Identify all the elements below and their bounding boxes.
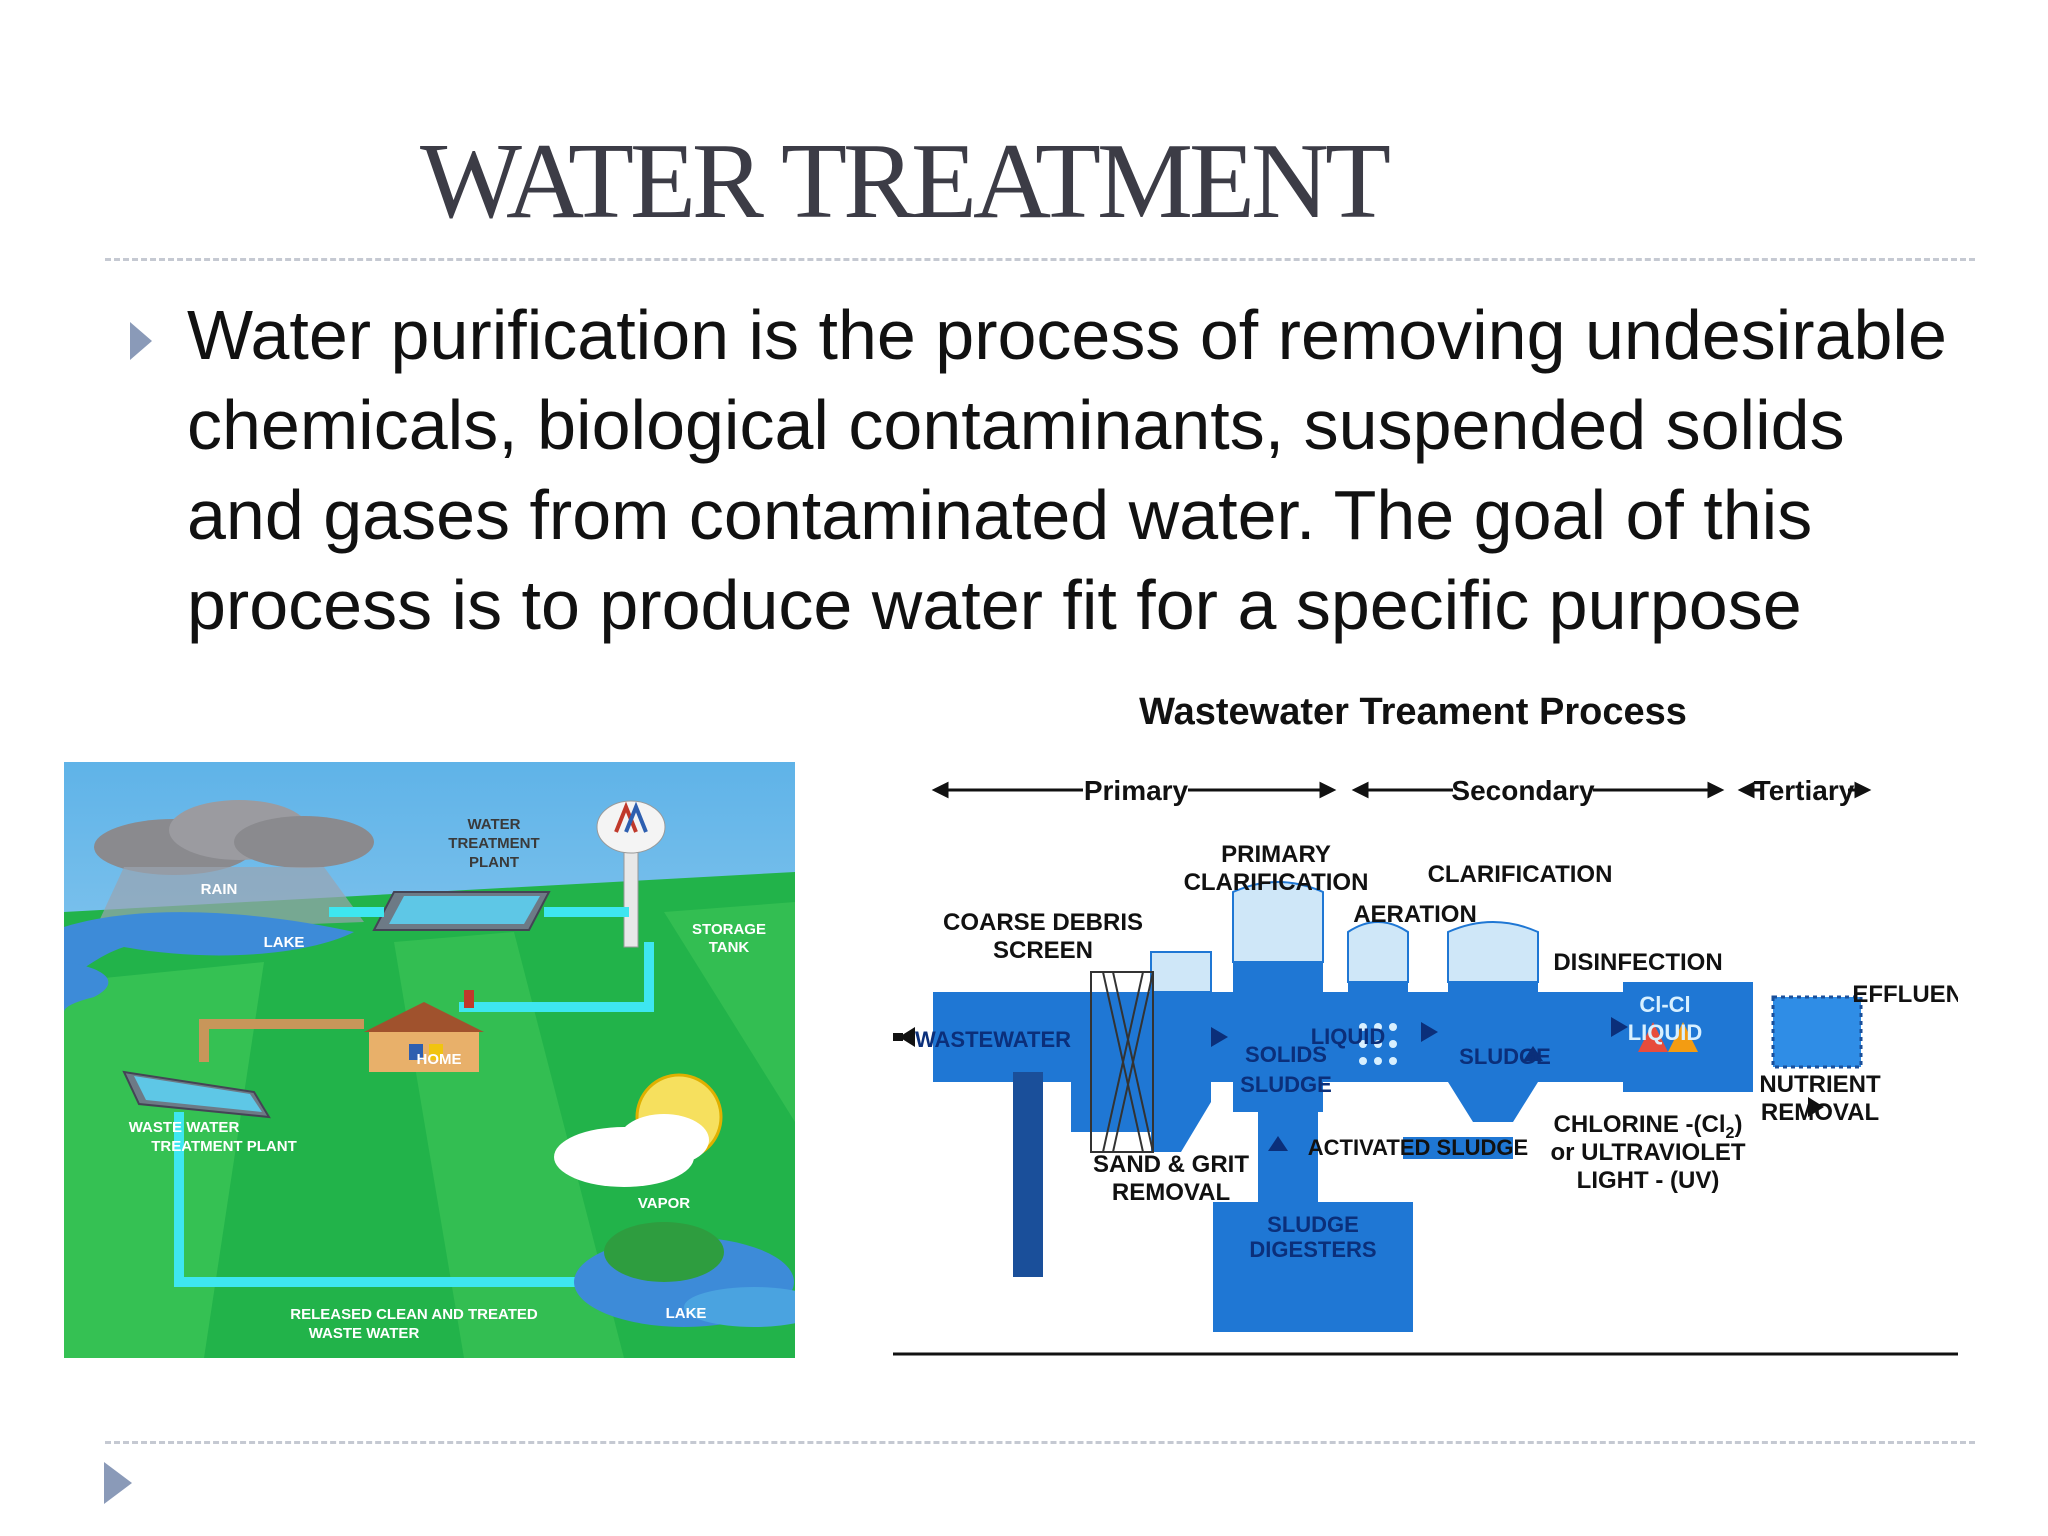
label-digesters-1: SLUDGE [1267, 1212, 1359, 1237]
label-water: WATER [467, 816, 520, 833]
label-plant: PLANT [469, 854, 519, 871]
label-lake-top: LAKE [264, 934, 305, 951]
label-wwtp-1: WASTE WATER [129, 1119, 240, 1136]
label-liquid-b: LIQUID [1628, 1020, 1703, 1045]
label-sand-1: SAND & GRIT [1093, 1151, 1249, 1178]
label-released-1: RELEASED CLEAN AND TREATED [290, 1306, 538, 1323]
water-cycle-illustration: WATER TREATMENT PLANT RAIN LAKE STORAGE … [64, 762, 795, 1358]
label-wastewater: WASTEWATER [915, 1027, 1071, 1052]
label-coarse-1: COARSE DEBRIS [943, 909, 1143, 936]
label-effluent: EFFLUENT [1852, 981, 1958, 1008]
label-aeration: AERATION [1353, 901, 1477, 928]
label-digesters-2: DIGESTERS [1249, 1237, 1376, 1262]
stage-tertiary: Tertiary [1754, 775, 1855, 806]
label-lake-bottom: LAKE [666, 1305, 707, 1322]
label-treatment: TREATMENT [448, 835, 539, 852]
label-chlorine-1: CHLORINE -(Cl2) [1554, 1111, 1743, 1142]
diagram-title: Wastewater Treament Process [1139, 691, 1687, 733]
label-nutrient-1: NUTRIENT [1759, 1071, 1881, 1098]
label-sludge-a: SLUDGE [1240, 1072, 1332, 1097]
label-chlorine-2: or ULTRAVIOLET [1550, 1139, 1745, 1166]
label-storage: STORAGE [692, 921, 766, 938]
label-clcl: Cl-Cl [1639, 992, 1690, 1017]
label-sand-2: REMOVAL [1112, 1179, 1230, 1206]
label-home: HOME [417, 1051, 462, 1068]
label-released-2: WASTE WATER [309, 1325, 420, 1342]
bullet-arrow-icon [130, 322, 152, 360]
label-vapor: VAPOR [638, 1195, 690, 1212]
label-activated: ACTIVATED SLUDGE [1308, 1135, 1528, 1160]
label-liquid-a: LIQUID [1311, 1024, 1386, 1049]
label-coarse-2: SCREEN [993, 937, 1093, 964]
rain-cloud-icon [94, 800, 374, 932]
stage-primary: Primary [1084, 775, 1189, 806]
stage-secondary: Secondary [1451, 775, 1595, 806]
label-primary-clar-1: PRIMARY [1221, 841, 1331, 868]
label-rain: RAIN [201, 881, 238, 898]
label-clarification: CLARIFICATION [1428, 861, 1613, 888]
wastewater-process-diagram: Wastewater Treament Process Primary Seco… [893, 682, 1958, 1362]
label-tank: TANK [709, 939, 750, 956]
label-nutrient-2: REMOVAL [1761, 1099, 1879, 1126]
divider-top [105, 258, 1975, 261]
home-icon [364, 990, 484, 1072]
slide-nav-arrow-icon[interactable] [104, 1462, 132, 1504]
divider-bottom [105, 1441, 1975, 1444]
label-sludge-b: SLUDGE [1459, 1044, 1551, 1069]
label-disinfection: DISINFECTION [1553, 949, 1722, 976]
label-chlorine-3: LIGHT - (UV) [1577, 1167, 1720, 1194]
label-primary-clar-2: CLARIFICATION [1184, 869, 1369, 896]
slide-title: WATER TREATMENT [420, 122, 1391, 241]
bullet-text: Water purification is the process of rem… [187, 296, 1947, 644]
label-solids: SOLIDS [1245, 1042, 1327, 1067]
label-wwtp-2: TREATMENT PLANT [151, 1138, 297, 1155]
